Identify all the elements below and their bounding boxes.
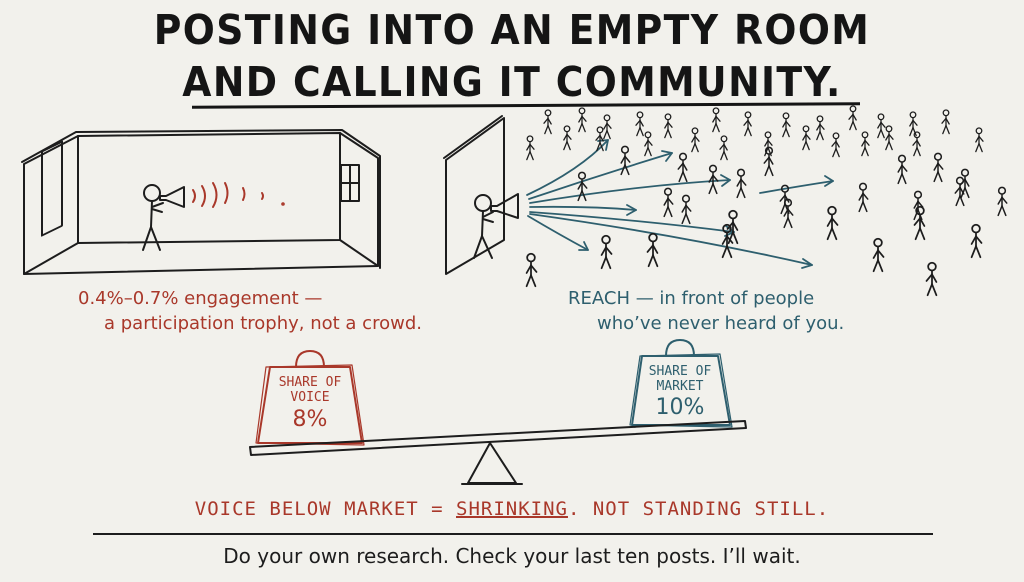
megaphone-icon	[490, 193, 519, 219]
title-line-1: POSTING INTO AN EMPTY ROOM	[153, 6, 871, 54]
crowd-person	[848, 105, 857, 131]
conclusion-statement: VOICE BELOW MARKET = SHRINKING. NOT STAN…	[0, 498, 1024, 520]
crowd-person	[826, 205, 839, 241]
crowd-person	[743, 111, 752, 137]
crowd-person	[912, 131, 921, 157]
engagement-caption-line-1: 0.4%–0.7% engagement —	[78, 288, 323, 309]
crowd-person	[578, 107, 587, 133]
empty-room-illustration	[21, 129, 381, 275]
open-wall-illustration	[443, 115, 505, 275]
crowd-person	[708, 164, 719, 195]
crowd-person	[925, 261, 938, 297]
crowd-person	[913, 190, 924, 221]
crowd-person	[600, 234, 613, 270]
crowd-person	[526, 135, 535, 161]
faint-sound-waves	[192, 182, 285, 208]
crowd-person	[954, 176, 965, 207]
crowd-person	[970, 223, 983, 259]
crowd-person	[664, 113, 673, 139]
crowd-person	[525, 252, 538, 288]
crowd-person	[933, 152, 944, 183]
crowd-person	[877, 113, 886, 139]
seesaw-beam	[249, 420, 747, 456]
crowd-person	[997, 186, 1008, 217]
crowd-person	[603, 114, 612, 140]
room-right-wall	[339, 132, 379, 267]
divider-line	[93, 533, 933, 535]
tagline: Do your own research. Check your last te…	[223, 544, 801, 568]
share-of-voice-value: 8%	[292, 407, 328, 432]
conclusion-suffix: . NOT STANDING STILL.	[567, 498, 830, 520]
seesaw-fulcrum	[467, 442, 517, 484]
share-of-market-label: SHARE OF MARKET	[648, 364, 712, 394]
crowd-person	[644, 131, 653, 157]
reach-arrows	[526, 139, 834, 269]
crowd-person	[663, 187, 674, 218]
crowd-person	[816, 115, 825, 141]
crowd-person	[802, 125, 811, 151]
crowd-person	[872, 237, 885, 273]
crowd-person	[913, 205, 926, 241]
crowd-person	[595, 126, 604, 152]
crowd-person	[719, 135, 728, 161]
crowd-person	[563, 125, 572, 151]
megaphone-icon	[159, 186, 185, 208]
room-back-wall	[77, 132, 341, 244]
crowd-person	[861, 131, 870, 157]
reach-caption-line-1: REACH — in front of people	[568, 288, 815, 309]
conclusion-emphasis: SHRINKING	[456, 498, 568, 520]
conclusion-prefix: VOICE BELOW MARKET =	[194, 498, 457, 520]
crowd-person	[858, 182, 869, 213]
crowd-person	[691, 127, 700, 153]
crowd-person	[897, 154, 908, 185]
crowd-person	[635, 111, 644, 137]
seesaw-balance	[249, 420, 747, 485]
weight-share-of-market	[629, 339, 733, 428]
engagement-caption-line-2: a participation trophy, not a crowd.	[104, 313, 422, 334]
crowd-person	[712, 107, 721, 133]
crowd-person	[646, 232, 659, 268]
crowd-person	[941, 109, 950, 135]
crowd-person	[975, 127, 984, 153]
door-icon	[41, 140, 63, 237]
crowd-person	[909, 111, 918, 137]
room-floor	[23, 265, 379, 275]
crowd-person	[763, 146, 774, 177]
crowd-person	[543, 109, 552, 135]
room-left-wall	[23, 135, 79, 275]
weight-share-of-voice	[255, 350, 365, 446]
crowd-person	[885, 125, 894, 151]
crowd-person	[721, 223, 734, 259]
crowd-person	[620, 145, 631, 176]
reach-caption-line-2: who’ve never heard of you.	[597, 313, 845, 334]
speaker-figure-left	[142, 184, 185, 251]
title-line-2: AND CALLING IT COMMUNITY.	[182, 58, 842, 106]
speaker-figure-right	[473, 193, 519, 259]
share-of-voice-label: SHARE OF VOICE	[278, 375, 342, 405]
crowd-person	[831, 132, 840, 158]
crowd-person	[577, 171, 588, 202]
crowd-person	[681, 194, 692, 225]
share-of-market-value: 10%	[655, 395, 705, 420]
crowd-of-people	[525, 105, 1008, 297]
crowd-person	[782, 112, 791, 138]
crowd-person	[726, 209, 739, 245]
crowd-person	[736, 168, 747, 199]
crowd-person	[783, 198, 794, 229]
crowd-person	[677, 152, 688, 183]
